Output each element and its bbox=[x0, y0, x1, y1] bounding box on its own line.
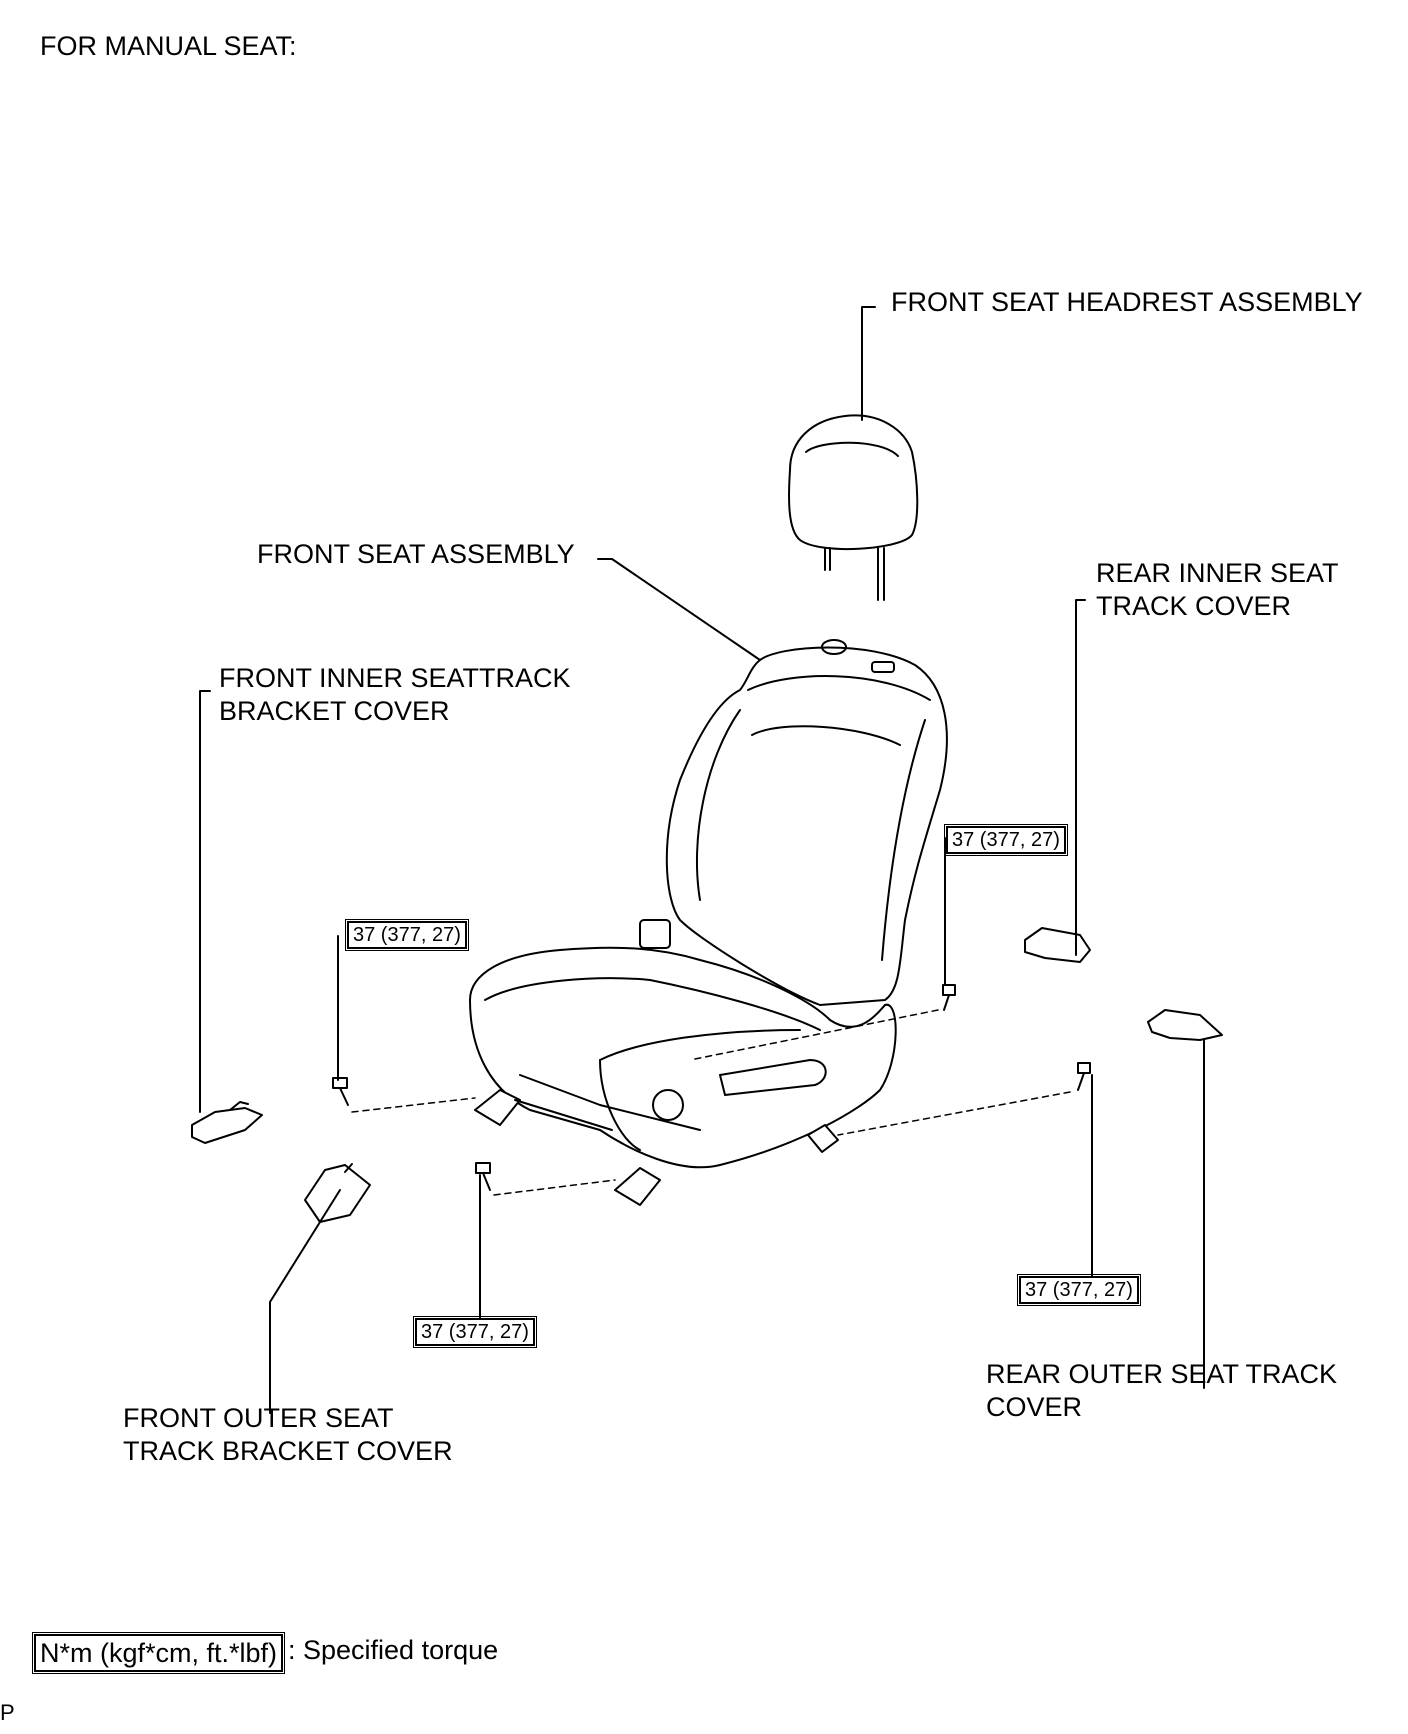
front-inner-cover-drawing bbox=[191, 1101, 263, 1144]
seat-cushion-drawing bbox=[469, 946, 897, 1169]
torque-spec-rear-inner: 37 (377, 27) bbox=[944, 824, 1068, 856]
legend-unit-box: N*m (kgf*cm, ft.*lbf) bbox=[31, 1632, 286, 1674]
corner-mark: P bbox=[0, 1700, 15, 1725]
label-front-inner-cover: FRONT INNER SEATTRACK BRACKET COVER bbox=[219, 663, 571, 726]
label-rear-inner-cover: REAR INNER SEAT TRACK COVER bbox=[1096, 558, 1339, 621]
label-front-outer-cover: FRONT OUTER SEAT TRACK BRACKET COVER bbox=[123, 1403, 453, 1466]
rear-outer-cover-drawing bbox=[1147, 1009, 1223, 1041]
page-title: FOR MANUAL SEAT: bbox=[40, 31, 297, 61]
bolt-rear-outer bbox=[1077, 1062, 1091, 1091]
rear-inner-cover-drawing bbox=[1024, 927, 1091, 963]
label-rear-outer-cover: REAR OUTER SEAT TRACK COVER bbox=[986, 1359, 1338, 1422]
bolt-front-inner bbox=[332, 1077, 349, 1106]
label-seat-assembly: FRONT SEAT ASSEMBLY bbox=[257, 539, 575, 569]
seat-track-drawing bbox=[474, 1089, 839, 1206]
seat-back-drawing bbox=[639, 639, 948, 1006]
headrest-drawing bbox=[788, 414, 919, 601]
torque-spec-front-inner: 37 (377, 27) bbox=[345, 919, 469, 951]
legend-description: : Specified torque bbox=[288, 1635, 499, 1665]
bolt-rear-inner bbox=[942, 984, 956, 1011]
bolt-front-outer bbox=[475, 1162, 491, 1191]
label-headrest: FRONT SEAT HEADREST ASSEMBLY bbox=[891, 287, 1363, 317]
torque-spec-front-outer: 37 (377, 27) bbox=[413, 1316, 537, 1348]
torque-spec-rear-outer: 37 (377, 27) bbox=[1017, 1274, 1141, 1306]
